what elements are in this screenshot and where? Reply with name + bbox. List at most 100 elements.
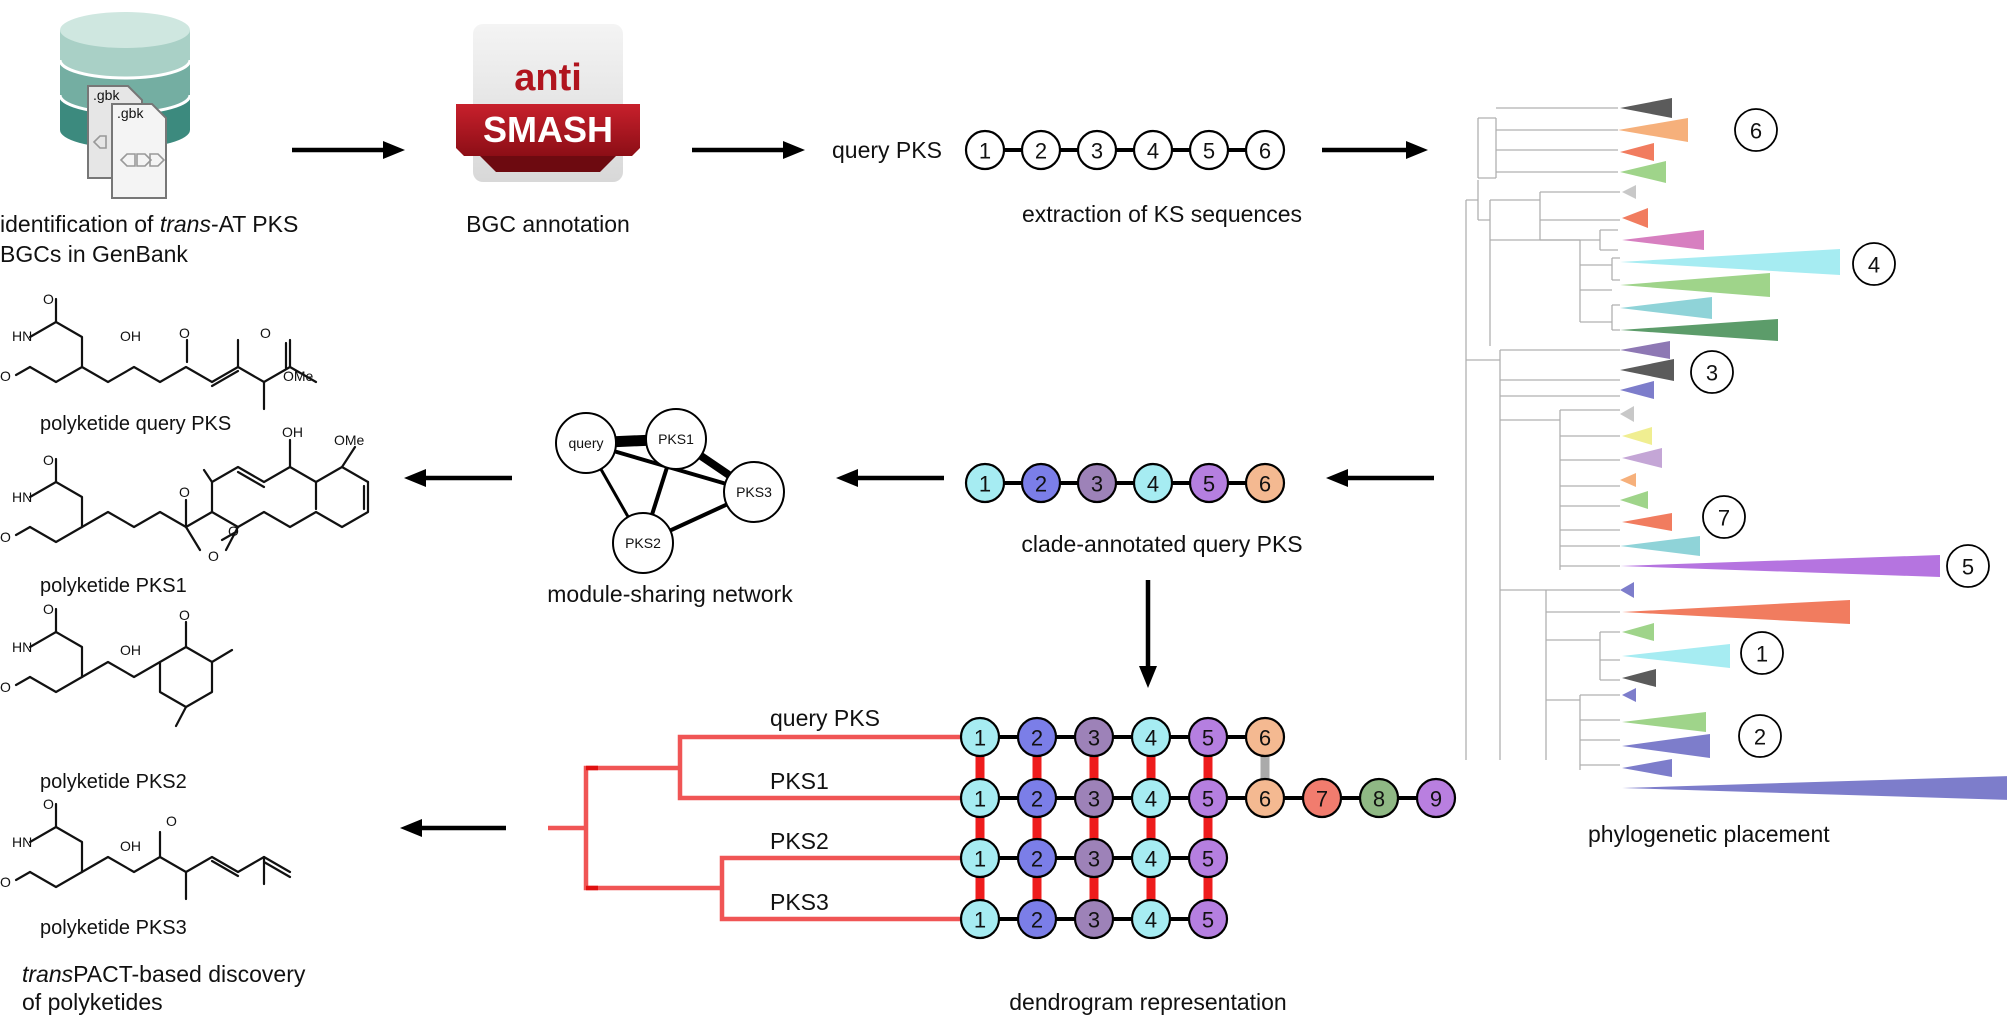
atom-o: O (179, 325, 190, 341)
clade-label-text: 2 (1754, 725, 1766, 750)
dendrogram-row-0-module-label: 1 (974, 726, 986, 751)
tree-branch (1611, 304, 1620, 331)
query-pks-module-label: 6 (1259, 139, 1271, 164)
dendrogram-row-2-module-2: 2 (1016, 837, 1058, 879)
atom-o: O (43, 452, 54, 468)
gene-arrows-icon (92, 135, 166, 167)
clade-query-pks-module-6: 6 (1244, 462, 1286, 504)
clade-label-6: 6 (1734, 108, 1778, 152)
step2-caption: BGC annotation (466, 211, 630, 237)
query-pks-module-2: 2 (1020, 129, 1062, 171)
collapsed-clade-wedge (1620, 582, 1634, 598)
dendrogram-row-0-module-label: 6 (1259, 726, 1271, 751)
dendrogram-row-1-module-label: 1 (974, 787, 986, 812)
dendrogram-row-0-module-label: 3 (1088, 726, 1100, 751)
dendrogram-row-1-module-label: 3 (1088, 787, 1100, 812)
dendrogram-row-1-module-3: 3 (1073, 777, 1115, 819)
clade-query-pks-module-1: 1 (964, 462, 1006, 504)
query-pks-module-4: 4 (1132, 129, 1174, 171)
atom-o: O (43, 291, 54, 307)
clade-query-pks-module-3: 3 (1076, 462, 1118, 504)
clade-query-pks-module-label: 2 (1035, 472, 1047, 497)
collapsed-clade-wedge (1622, 712, 1706, 732)
atom-hn: HN (12, 639, 32, 655)
atom-o: O (208, 548, 219, 564)
node-pks2-label: PKS2 (625, 535, 661, 551)
dendrogram-tree (548, 734, 962, 922)
step4-caption: clade-annotated query PKS (1021, 531, 1302, 557)
clade-label-text: 7 (1718, 506, 1730, 531)
clade-label-text: 6 (1750, 119, 1762, 144)
collapsed-clade-wedge (1620, 341, 1670, 359)
dendrogram-row-1-module-label: 7 (1316, 787, 1328, 812)
dendrogram-row-1-module-label: 9 (1430, 787, 1442, 812)
query-pks-module-label: 2 (1035, 139, 1047, 164)
dendrogram-row-2-module-label: 2 (1031, 847, 1043, 872)
arrowhead-network-to-polyketides (404, 469, 426, 487)
polyketide-pks1-label: polyketide PKS1 (40, 575, 187, 597)
node-query-label: query (568, 435, 603, 451)
atom-o: O (0, 368, 11, 384)
tree-branch (1478, 199, 1540, 346)
tree-branch (1477, 117, 1496, 179)
final-caption-line1: transPACT-based discovery (22, 961, 306, 987)
dendrogram-row-3-module-2: 2 (1016, 898, 1058, 940)
dendrogram-row-2-module-label: 4 (1145, 847, 1157, 872)
step3-row-label: query PKS (832, 137, 942, 163)
tree-branch (1500, 589, 1620, 760)
atom-oh: OH (282, 424, 303, 440)
dendrogram-row-3-module-5: 5 (1187, 898, 1229, 940)
step3-caption: extraction of KS sequences (1022, 201, 1302, 227)
final-caption-line2: of polyketides (22, 989, 163, 1015)
tree-branch (1500, 409, 1620, 570)
clade-query-pks-module-label: 6 (1259, 472, 1271, 497)
dendrogram-row-1-module-label: 8 (1373, 787, 1385, 812)
logo-text-anti: anti (514, 57, 582, 99)
collapsed-clade-wedge (1622, 427, 1652, 445)
collapsed-clade-wedge (1618, 118, 1688, 142)
collapsed-clade-wedge (1622, 669, 1656, 687)
dendrogram-row-1-module-2: 2 (1016, 777, 1058, 819)
dendrogram-label-pks1: PKS1 (770, 768, 829, 794)
file-label-1: .gbk (93, 87, 120, 103)
dendrogram-caption: dendrogram representation (1009, 989, 1286, 1015)
dendrogram-row-1-module-4: 4 (1130, 777, 1172, 819)
dendrogram-row-1-module-5: 5 (1187, 777, 1229, 819)
dendrogram-row-0-module-6: 6 (1244, 716, 1286, 758)
query-pks-module-label: 4 (1147, 139, 1159, 164)
clade-label-7: 7 (1702, 495, 1746, 539)
tree-branch (1495, 149, 1618, 178)
module-sharing-network: query PKS1 PKS3 PKS2 (555, 408, 785, 574)
dendrogram-row-3-module-label: 2 (1031, 908, 1043, 933)
structure-polyketide-query: O HN O OH O O OMe (0, 291, 318, 411)
query-pks-module-label: 5 (1203, 139, 1215, 164)
genbank-file-icon: .gbk .gbk (87, 85, 167, 199)
arrowhead-2-to-3 (783, 141, 805, 159)
dendrogram-row-3-module-1: 1 (959, 898, 1001, 940)
dendrogram-row-2-module-label: 3 (1088, 847, 1100, 872)
clade-label-1: 1 (1740, 631, 1784, 675)
dendrogram-row-0-module-label: 5 (1202, 726, 1214, 751)
clade-query-pks-module-label: 1 (979, 472, 991, 497)
node-pks3: PKS3 (723, 461, 785, 523)
node-pks1: PKS1 (645, 408, 707, 470)
collapsed-clade-wedge (1622, 759, 1672, 777)
polyketide-pks2-label: polyketide PKS2 (40, 771, 187, 793)
collapsed-clade-wedge (1620, 319, 1778, 341)
clade-label-3: 3 (1690, 350, 1734, 394)
collapsed-clade-wedge (1622, 185, 1636, 199)
atom-o: O (228, 523, 239, 539)
collapsed-clade-wedge (1622, 448, 1662, 468)
dendrogram-row-2-module-1: 1 (959, 837, 1001, 879)
dendrogram-row-2-module-4: 4 (1130, 837, 1172, 879)
polyketide-query-label: polyketide query PKS (40, 413, 231, 435)
collapsed-clade-wedge (1620, 98, 1672, 118)
collapsed-clade-wedge (1622, 230, 1704, 250)
dendrogram-row-1-module-9: 9 (1415, 777, 1457, 819)
clade-query-pks-module-label: 3 (1091, 472, 1103, 497)
dendrogram-label-pks3: PKS3 (770, 889, 829, 915)
node-query: query (555, 412, 617, 474)
query-pks-module-1: 1 (964, 129, 1006, 171)
